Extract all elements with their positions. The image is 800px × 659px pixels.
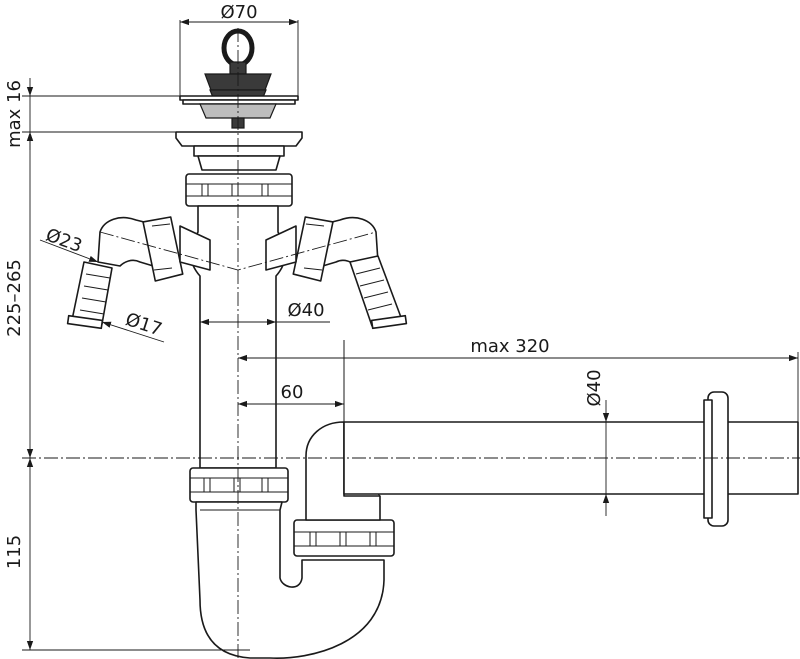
dim-body-height: 225–265	[4, 259, 25, 337]
dim-offset: 60	[281, 382, 304, 403]
center-lines	[22, 28, 800, 659]
dim-trap-height: 115	[4, 535, 25, 569]
dim-max-height-top: max 16	[4, 80, 25, 148]
horizontal-pipe	[343, 391, 799, 527]
trap-nut	[293, 519, 395, 557]
left-hose-connector	[66, 216, 211, 330]
dim-outlet-diameter: Ø40	[584, 369, 605, 406]
dim-max-length: max 320	[470, 336, 549, 357]
dim-hose-outer-diameter: Ø23	[43, 225, 85, 257]
dimension-lines	[22, 18, 799, 651]
lower-nut	[189, 467, 289, 503]
u-trap	[195, 501, 385, 659]
dim-pipe-diameter: Ø40	[287, 300, 324, 321]
dim-hose-inner-diameter: Ø17	[123, 309, 165, 340]
right-hose-connector	[265, 216, 408, 330]
dim-top-diameter: Ø70	[220, 2, 257, 23]
upper-nut	[185, 173, 293, 207]
sink-plug	[175, 28, 303, 171]
